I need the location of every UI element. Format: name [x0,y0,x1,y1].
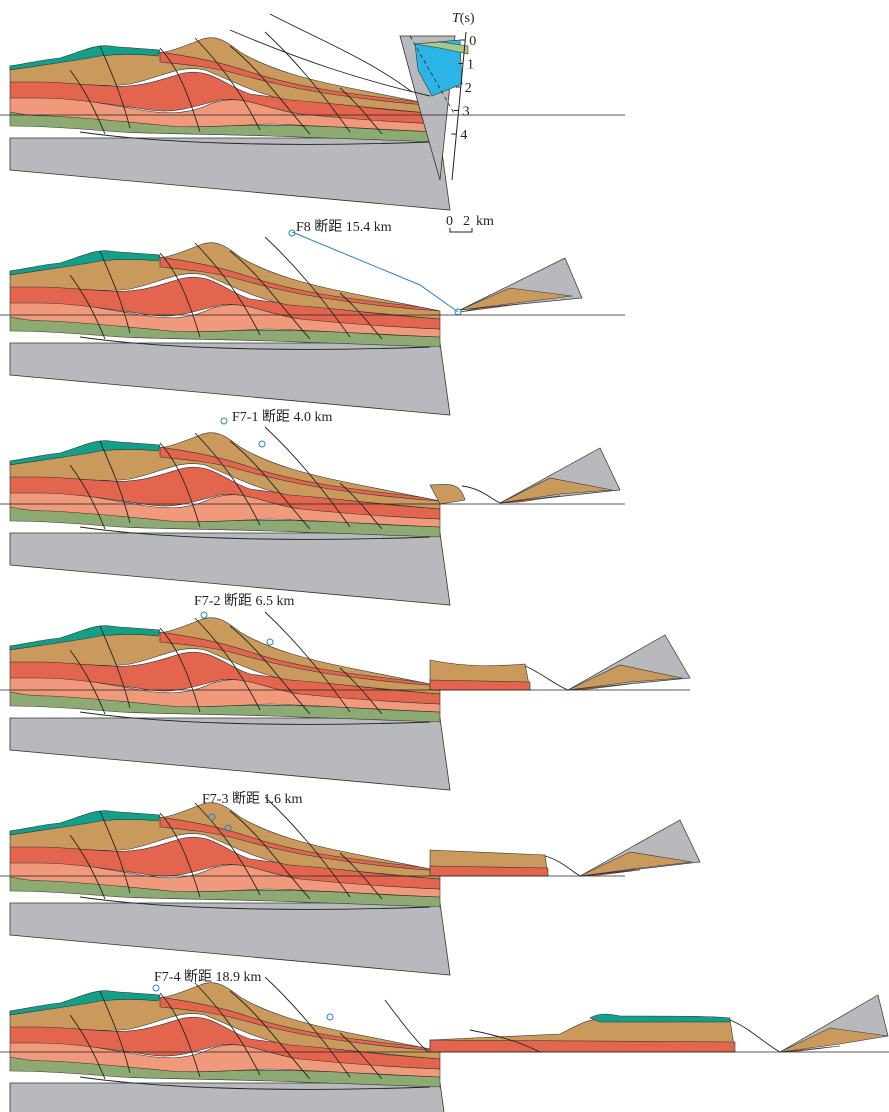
time-axis-title: T(s) [452,11,475,26]
time-axis-tick-label: 2 [465,81,472,96]
svg-text:0: 0 [446,214,453,229]
time-axis-tick-label: 0 [469,34,476,49]
panel-restore-f7-2: F7-2 断距 6.5 km [0,593,691,791]
time-axis-tick-label: 3 [463,105,470,120]
time-axis-tick-label: 1 [467,58,474,73]
panel-restore-f7-1: F7-1 断距 4.0 km [0,409,625,606]
water-body [414,39,463,97]
time-axis: T(s) 0 1 2 3 4 [451,11,476,181]
panel-restore-f7-4: F7-4 断距 18.9 km [0,969,889,1112]
svg-text:2: 2 [463,214,470,229]
panel-label-f7-3: F7-3 断距 1.6 km [202,791,302,807]
panel-label-f7-4: F7-4 断距 18.9 km [154,969,261,985]
panel-present: T(s) 0 1 2 3 4 [0,11,625,211]
panel-restore-f7-3: F7-3 断距 1.6 km [0,791,701,976]
panel-label-f7-2: F7-2 断距 6.5 km [194,593,294,609]
svg-text:km: km [476,214,494,229]
scale-bar: 0 2 km [446,214,494,233]
panel-label-f8: F8 断距 15.4 km [296,219,392,235]
panel-label-f7-1: F7-1 断距 4.0 km [232,409,332,425]
time-axis-tick-label: 4 [460,128,467,143]
panel-restore-f8: F8 断距 15.4 km 0 2 km [0,214,625,416]
